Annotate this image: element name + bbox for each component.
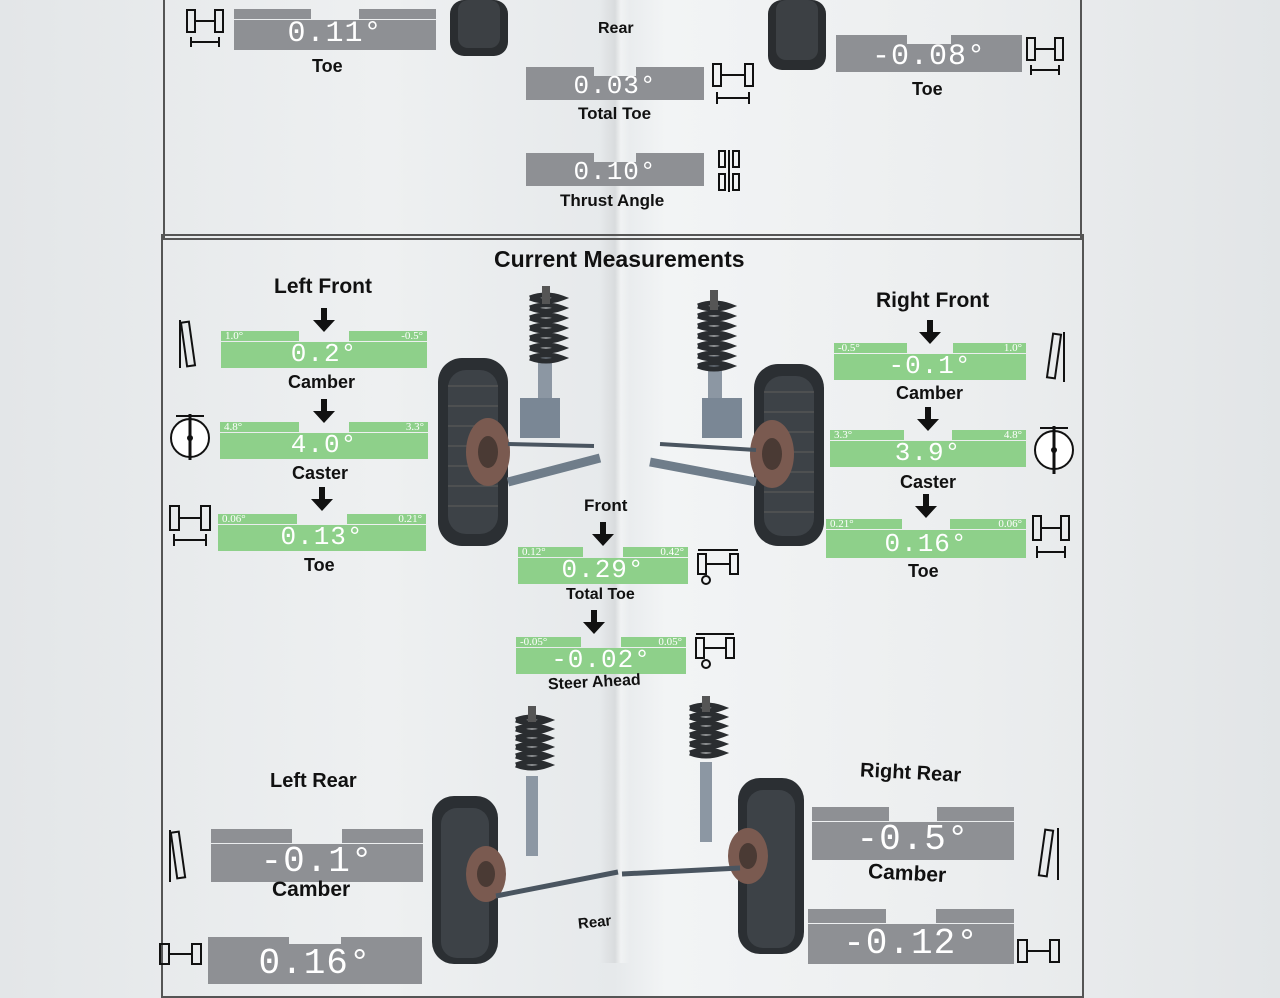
right-rear-camber-label: Camber [867, 859, 947, 888]
left-front-camber-gauge: 1.0° -0.5° 0.2° [221, 308, 427, 368]
left-rear-suspension-image [432, 706, 622, 964]
front-total-toe-gauge: 0.12° 0.42° 0.29° [518, 522, 688, 584]
pointer-arrow-icon [313, 399, 335, 423]
top-rear-label: Rear [598, 20, 634, 37]
left-front-toe-gauge: 0.06° 0.21° 0.13° [218, 487, 426, 551]
bottom-rear-label: Rear [577, 912, 613, 933]
front-total-toe-label: Total Toe [566, 586, 635, 603]
left-rear-toe-gauge: 0.16° [208, 934, 422, 984]
rear-summary-panel [163, 0, 1082, 240]
toe-diagram-icon [1030, 510, 1072, 564]
left-rear-camber-label: Camber [272, 878, 351, 901]
rear-left-wheel-image [446, 0, 510, 58]
right-front-camber-gauge: -0.5° 1.0° -0.1° [834, 320, 1026, 380]
top-left-toe-gauge: 0.11° [234, 6, 436, 50]
pointer-arrow-icon [917, 407, 939, 431]
right-front-heading: Right Front [876, 289, 990, 312]
left-front-caster-gauge: 4.8° 3.3° 4.0° [220, 399, 428, 459]
top-right-toe-gauge: -0.08° [836, 32, 1022, 72]
pointer-arrow-icon [583, 610, 606, 634]
toe-diagram-icon [1014, 934, 1064, 963]
camber-diagram-icon [176, 318, 200, 370]
thrust-angle-gauge: 0.10° [526, 150, 704, 186]
pointer-arrow-icon [592, 522, 614, 546]
total-toe-diagram-icon [710, 60, 758, 106]
left-front-suspension-image [438, 286, 608, 548]
toe-diagram-icon [166, 500, 214, 552]
right-front-caster-gauge: 3.3° 4.8° 3.9° [830, 407, 1026, 467]
pointer-arrow-icon [311, 487, 333, 511]
right-rear-toe-gauge: -0.12° [808, 906, 1014, 964]
front-label: Front [584, 496, 628, 515]
toe-diagram-icon [1024, 32, 1066, 80]
camber-diagram-icon [166, 828, 192, 884]
left-front-caster-label: Caster [292, 463, 349, 483]
steer-ahead-gauge: -0.05° 0.05° -0.02° [516, 610, 686, 674]
caster-diagram-icon [1030, 422, 1078, 476]
right-front-toe-gauge: 0.21° 0.06° 0.16° [826, 494, 1026, 558]
top-right-toe-label: Toe [912, 79, 943, 99]
steer-ahead-diagram-icon [692, 626, 738, 674]
top-total-toe-label: Total Toe [578, 104, 652, 123]
right-front-caster-label: Caster [900, 472, 957, 492]
left-front-heading: Left Front [274, 275, 372, 298]
toe-diagram-icon [156, 938, 206, 965]
toe-diagram-icon [184, 4, 226, 50]
left-rear-heading: Left Rear [270, 770, 357, 792]
left-front-toe-label: Toe [304, 555, 335, 575]
caster-diagram-icon [168, 410, 216, 462]
top-left-toe-label: Toe [312, 56, 343, 76]
camber-diagram-icon [1042, 330, 1068, 384]
left-front-camber-label: Camber [288, 372, 356, 392]
pointer-arrow-icon [313, 308, 335, 332]
total-toe-diagram-icon [694, 540, 742, 588]
thrust-angle-label: Thrust Angle [560, 191, 665, 210]
top-total-toe-gauge: 0.03° [526, 64, 704, 100]
right-rear-camber-gauge: -0.5° [812, 804, 1014, 860]
current-measurements-panel [161, 234, 1084, 998]
section-title: Current Measurements [494, 246, 745, 272]
pointer-arrow-icon [915, 494, 937, 518]
right-front-toe-label: Toe [908, 561, 939, 581]
pointer-arrow-icon [919, 320, 941, 344]
camber-diagram-icon [1034, 826, 1062, 882]
thrust-angle-icon [716, 148, 742, 194]
left-rear-camber-gauge: -0.1° [211, 826, 423, 882]
right-rear-suspension-image [620, 696, 804, 958]
right-front-suspension-image [640, 286, 824, 548]
rear-right-wheel-image [766, 0, 830, 72]
right-front-camber-label: Camber [896, 383, 964, 403]
